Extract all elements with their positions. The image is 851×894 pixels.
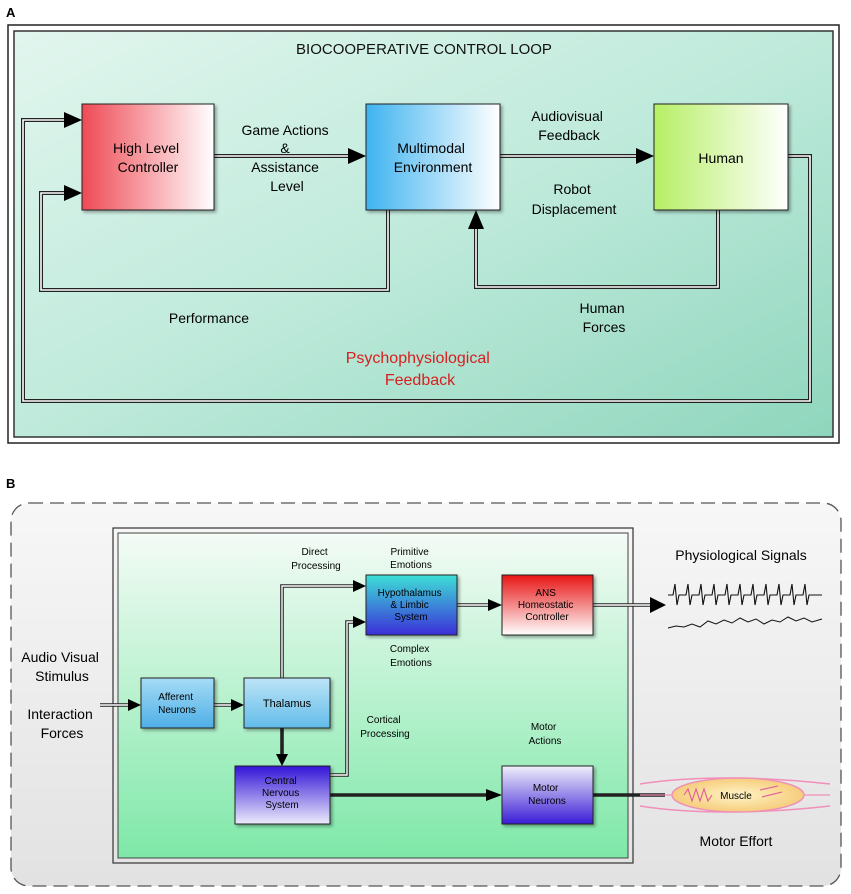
panel-a-arrowheads <box>64 112 654 229</box>
complex-emotions-label: Complex Emotions <box>390 644 432 669</box>
arrowhead-human-forces <box>468 210 484 229</box>
cortical-processing-label: Cortical Processing <box>360 715 409 740</box>
arrowhead-to-human <box>636 148 654 164</box>
muscle-illustration: Muscle <box>639 777 831 813</box>
arrowhead-psycho <box>64 112 82 128</box>
robot-displacement-label: Robot Displacement <box>532 181 617 217</box>
muscle-label: Muscle <box>720 791 752 802</box>
thalamus-label: Thalamus <box>263 698 312 710</box>
audiovisual-label: Audiovisual Feedback <box>531 108 607 143</box>
controller-box: High Level Controller <box>81 103 215 211</box>
motor-neurons-box: Motor Neurons <box>501 765 594 825</box>
arrowhead-to-thalamus <box>231 699 244 711</box>
arrowhead-physio <box>650 597 666 613</box>
performance-label: Performance <box>169 310 249 326</box>
panel-b-letter: B <box>6 476 15 491</box>
svg-text:High Level Controller: High Level Controller <box>113 140 183 175</box>
panel-a-connectors-inner <box>22 119 811 402</box>
controller-label-1: High Level <box>113 140 179 156</box>
environment-label-1: Multimodal <box>397 140 465 156</box>
psychophysiological-label: Psychophysiological Feedback <box>346 350 495 389</box>
stimulus-label: Audio Visual Stimulus <box>21 649 102 684</box>
primitive-emotions-label: Primitive Emotions <box>390 547 432 571</box>
interaction-forces-label: Interaction Forces <box>27 706 96 741</box>
arrowhead-to-ans <box>488 599 502 611</box>
arrowhead-to-environment <box>348 148 366 164</box>
arrowhead-cortical <box>353 616 366 628</box>
cns-box: Central Nervous System <box>234 765 331 825</box>
panel-a-title: BIOCOOPERATIVE CONTROL LOOP <box>296 41 552 58</box>
thalamus-box: Thalamus <box>243 677 331 729</box>
panel-b-arrowheads <box>128 580 666 801</box>
arrowhead-direct <box>353 580 366 592</box>
human-box: Human <box>653 103 789 211</box>
arrowhead-to-afferent <box>128 699 141 711</box>
environment-box: Multimodal Environment <box>365 103 501 211</box>
panel-b-connectors-inner <box>100 585 650 776</box>
ecg-trace <box>668 583 822 606</box>
svg-text:Hypothalamus & Limbic: Hypothalamus & Limbic System <box>378 588 445 623</box>
svg-text:Multimodal Environment: Multimodal Environment <box>394 140 473 175</box>
human-label: Human <box>698 150 743 166</box>
motor-actions-label: Motor Actions <box>529 722 562 747</box>
arrowhead-performance <box>64 185 82 201</box>
arrowhead-to-cns <box>276 754 288 766</box>
hypothalamus-box: Hypothalamus & Limbic System <box>365 574 458 636</box>
human-forces-label: Human Forces <box>579 300 628 335</box>
svg-text:ANS Homeostatic Co: ANS Homeostatic Controller <box>518 588 576 623</box>
direct-processing-label: Direct Processing <box>291 547 340 572</box>
environment-label-2: Environment <box>394 159 473 175</box>
panel-b-outer-frame <box>112 527 634 864</box>
svg-text:Afferent Neurons: Afferent Neurons <box>158 692 196 716</box>
svg-text:Central Nervous Sy: Central Nervous System <box>262 776 302 811</box>
panel-a-letter: A <box>6 5 16 20</box>
gsr-trace <box>667 616 823 629</box>
arrowhead-to-motor <box>486 789 502 801</box>
motor-effort-label: Motor Effort <box>700 833 773 849</box>
game-actions-label: Game Actions & Assistance Level <box>241 122 332 194</box>
physiological-signals-label: Physiological Signals <box>675 547 807 563</box>
ans-controller-box: ANS Homeostatic Controller <box>501 574 594 636</box>
svg-text:Motor Neurons: Motor Neurons <box>528 783 566 807</box>
controller-label-2: Controller <box>118 159 179 175</box>
panel-a-background <box>13 30 834 438</box>
panel-a-frame <box>7 24 840 444</box>
afferent-neurons-box: Afferent Neurons <box>140 677 215 729</box>
